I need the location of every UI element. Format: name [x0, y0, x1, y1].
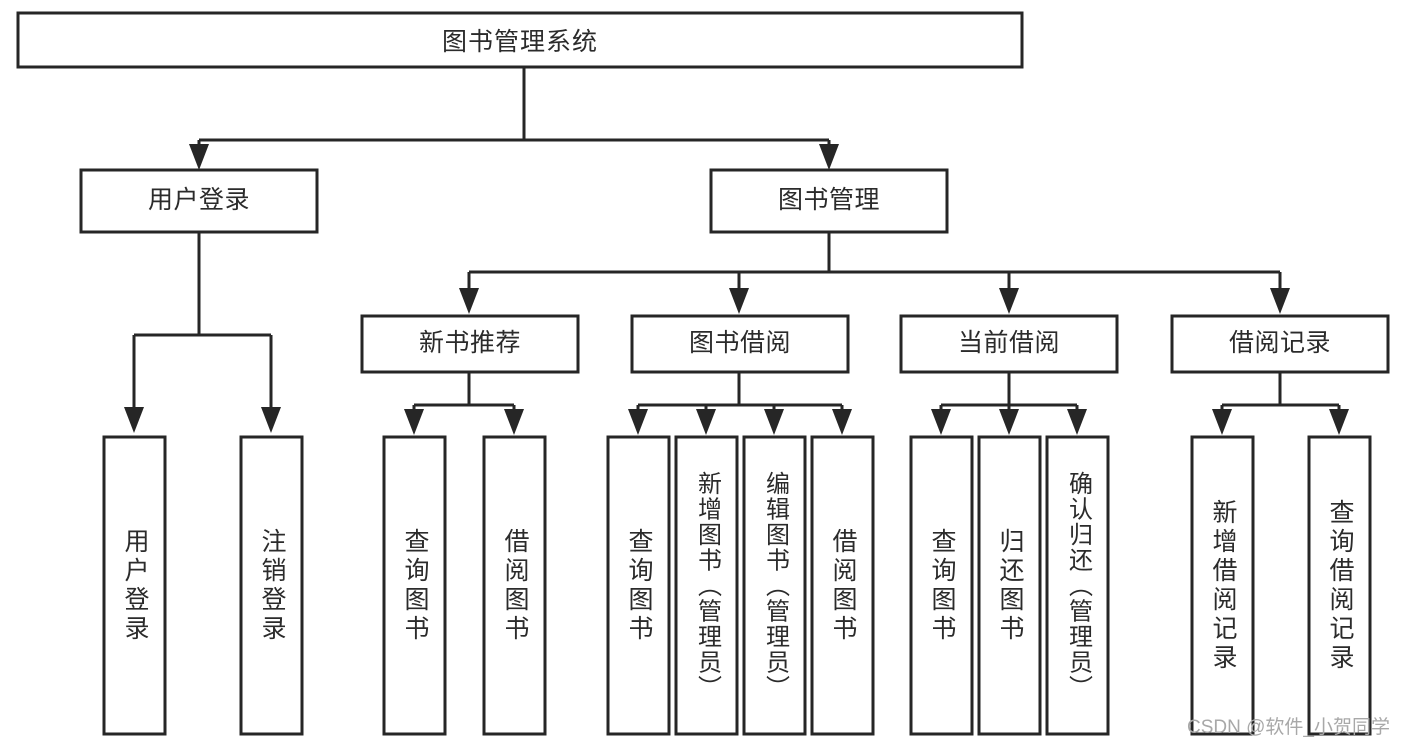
- arrowhead-leaf-edit-book: [764, 409, 784, 435]
- box-borrow-record[interactable]: [1170, 314, 1390, 374]
- box-title-node[interactable]: [16, 11, 1024, 69]
- node-box-layer: [16, 11, 1390, 736]
- box-current-borrow[interactable]: [899, 314, 1119, 374]
- box-leaf-confirm-return[interactable]: [1045, 435, 1110, 736]
- arrowhead-leaf-add-record: [1212, 409, 1232, 435]
- arrowhead-leaf-add-book: [696, 409, 716, 435]
- arrowhead-leaf-return-book: [999, 409, 1019, 435]
- box-leaf-borrow-book-2[interactable]: [810, 435, 875, 736]
- arrowhead-leaf-query-book-1: [404, 409, 424, 435]
- box-leaf-borrow-book-1[interactable]: [482, 435, 547, 736]
- arrowhead-to-book-manage: [819, 144, 839, 170]
- arrowhead-to-borrow-record: [1270, 288, 1290, 314]
- box-leaf-return-book[interactable]: [977, 435, 1042, 736]
- arrowhead-to-book-borrow: [729, 288, 749, 314]
- box-leaf-query-book-1[interactable]: [382, 435, 447, 736]
- arrowhead-leaf-query-record: [1329, 409, 1349, 435]
- connector-layer: [124, 67, 1349, 435]
- box-leaf-query-book-2[interactable]: [606, 435, 671, 736]
- arrowhead-leaf-borrow-book-2: [832, 409, 852, 435]
- box-book-manage[interactable]: [709, 168, 949, 234]
- box-leaf-query-book-3[interactable]: [909, 435, 974, 736]
- box-leaf-logout-login[interactable]: [239, 435, 304, 736]
- arrowhead-leaf-borrow-book-1: [504, 409, 524, 435]
- box-leaf-user-login[interactable]: [102, 435, 167, 736]
- box-leaf-query-record[interactable]: [1307, 435, 1372, 736]
- arrowhead-leaf-query-book-3: [931, 409, 951, 435]
- arrowhead-leaf-confirm-return: [1067, 409, 1087, 435]
- box-new-book-recommend[interactable]: [360, 314, 580, 374]
- box-user-login[interactable]: [79, 168, 319, 234]
- box-leaf-add-record[interactable]: [1190, 435, 1255, 736]
- box-leaf-add-book[interactable]: [674, 435, 739, 736]
- box-book-borrow[interactable]: [630, 314, 850, 374]
- arrowhead-leaf-logout-login: [261, 407, 281, 433]
- arrowhead-to-user-login: [189, 144, 209, 170]
- arrowhead-to-current-borrow: [999, 288, 1019, 314]
- arrowhead-leaf-query-book-2: [628, 409, 648, 435]
- arrowhead-to-new-book-recommend: [459, 288, 479, 314]
- box-leaf-edit-book[interactable]: [742, 435, 807, 736]
- arrowhead-leaf-user-login: [124, 407, 144, 433]
